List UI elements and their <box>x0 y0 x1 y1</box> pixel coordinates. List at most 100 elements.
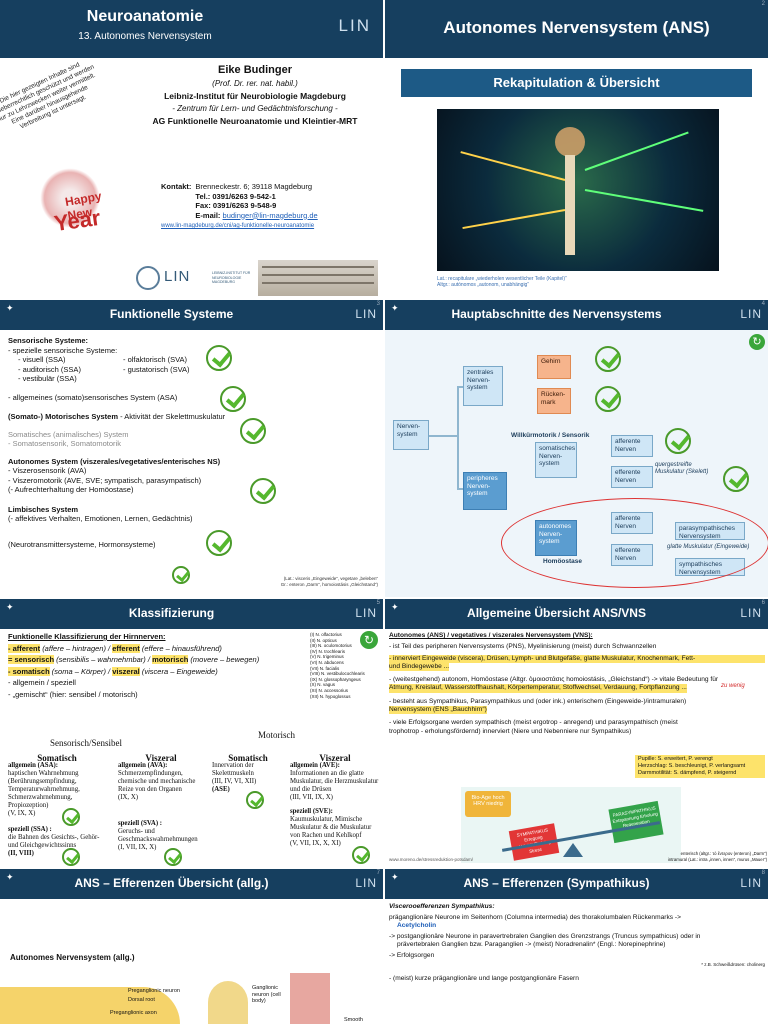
slide-number: 2 <box>761 1 765 7</box>
symp-point-1a: präganglionäre Neurone im Seitenhorn (Co… <box>389 913 681 921</box>
check-icon <box>723 466 749 492</box>
term-visceral: viszeral <box>112 666 140 676</box>
cranial-nerve-item: (III) N. oculomotorius <box>310 643 352 649</box>
col3-desc: Innervation der Skelettmuskeln <box>212 762 254 777</box>
term-efferent-desc: (effere – hinausführend) <box>141 643 222 653</box>
sense-auditory: - auditorisch (SSA) <box>18 364 81 374</box>
check-icon <box>220 386 246 412</box>
col2-general: allgemein (AVA): <box>118 762 168 769</box>
col1-special-desc: die Bahnen des Gesichts-, Gehör- und Gle… <box>8 834 100 849</box>
ans-point-5b: trophotrop - erholungsfördernd) innervie… <box>389 727 632 735</box>
refresh-icon: ↻ <box>749 334 765 350</box>
cranial-nerve-item: (VI) N. abducens <box>310 659 344 665</box>
institute: Leibniz-Institut für Neurobiologie Magde… <box>164 91 346 101</box>
cranial-nerve-item: (XI) N. accessorius <box>310 687 349 693</box>
col4-general: allgemein (AVE): <box>290 762 340 769</box>
website-link[interactable]: www.lin-magdeburg.de/cni/ag-funktionelle… <box>161 223 315 229</box>
email-link[interactable]: budinger@lin-magdeburg.de <box>222 210 318 220</box>
lin-emblem-icon <box>136 266 160 290</box>
lin-logo: LIN <box>740 606 762 620</box>
check-icon <box>240 418 266 444</box>
ans-point-3b: Atmung, Kreislauf, Wasserstoffhaushalt, … <box>389 684 687 693</box>
sensory-heading: Sensorische Systeme: <box>8 336 89 345</box>
symp-point-5: - (meist) kurze präganglionäre und lange… <box>389 975 579 983</box>
star-icon: ✦ <box>391 872 399 882</box>
cranial-nerve-item: (VIII) N. vestibulocochlearis <box>310 671 365 677</box>
fax: Fax: 0391/6263 9-548-9 <box>195 201 277 210</box>
term-sensory: = sensorisch <box>8 655 55 664</box>
telephone: Tel.: 0391/6263 9-542-1 <box>195 191 276 201</box>
author-name: Eike Budinger <box>218 64 292 76</box>
term-general: - allgemein / speziell <box>8 678 76 687</box>
slide-subtitle-text: 13. Autonomes Nervensystem <box>78 31 212 42</box>
autonomic-heading: Autonomes System (viszerales/vegetatives… <box>8 456 221 466</box>
term-somatic-desc: (soma – Körper) / <box>51 666 111 676</box>
label-preganglionic-neuron: Preganglionic neuron <box>128 988 180 994</box>
ans-point-3a: - (weitestgehend) autonom, Homöostase (A… <box>389 676 719 684</box>
limbic-heading: Limbisches System <box>8 504 79 514</box>
term-somatic: - somatisch <box>8 666 50 676</box>
footnote-line-2: Gr.: enteron „Darm“, homoiostásis „Gleic… <box>280 581 378 587</box>
check-icon <box>206 345 232 371</box>
ans-title: Autonomes Nervensystem (ANS) <box>443 18 710 37</box>
col2-special: speziell (SVA) : <box>118 820 163 827</box>
col2-general-desc: Schmerzempfindungen, chemische und mecha… <box>118 770 196 793</box>
label-preganglionic-axon: Preganglionic axon <box>110 1010 157 1016</box>
slide-efferents-overview: ✦ ANS – Efferenzen Übersicht (allg.) LIN… <box>0 869 383 1024</box>
cranial-nerve-item: (I) N. olfactorius <box>310 632 342 637</box>
node-nervous-system: Nerven-system <box>393 420 429 450</box>
cranial-nerve-item: (II) N. opticus <box>310 637 337 643</box>
band-title: Funktionelle Systeme <box>109 307 234 321</box>
logo-subtext: LEIBNIZ-INSTITUT FÜR NEUROBIOLOGIE MAGDE… <box>212 271 251 284</box>
recap-caption: Lat.: recapitulare „wiederholen wesentli… <box>437 276 567 288</box>
slide-number: 6 <box>761 600 765 606</box>
ans-point-2a: - innerviert Eingeweide (viscera), Drüse… <box>389 654 765 663</box>
slide-title-text: Neuroanatomie <box>86 8 204 25</box>
somatic-system: Somatisches (animalisches) System <box>8 429 129 439</box>
sensory-group-head: Sensorisch/Sensibel <box>50 738 122 748</box>
col4-general-nerves: (III, VII, IX, X) <box>290 794 333 801</box>
check-icon <box>665 428 691 454</box>
slide-number: 8 <box>761 870 765 876</box>
term-sensory-desc: (sensibilis – wahrnehmbar) / <box>56 655 150 664</box>
label-dorsal-root: Dorsal root <box>128 997 155 1003</box>
band-title: Klassifizierung <box>128 606 215 620</box>
motor-group-head: Motorisch <box>258 730 295 740</box>
recap-banner: Rekapitulation & Übersicht <box>401 69 752 97</box>
workgroup: AG Funktionelle Neuroanatomie und Kleint… <box>152 116 358 126</box>
special-sensory-line: - spezielle sensorische Systeme: <box>8 345 118 355</box>
institute-logo-row: LIN LEIBNIZ-INSTITUT FÜR NEUROBIOLOGIE M… <box>130 258 380 298</box>
band-title: ANS – Efferenzen (Sympathikus) <box>463 876 650 890</box>
limbic-desc: (- affektives Verhalten, Emotionen, Lern… <box>8 514 193 523</box>
ans-general-subtitle: Autonomes Nervensystem (allg.) <box>10 953 135 962</box>
symp-acetylcholine: Acetylcholin <box>397 922 437 930</box>
check-icon <box>595 386 621 412</box>
handwritten-note: zu wenig <box>721 683 745 689</box>
pupil-box: Pupille: S. erweitert, P. verengt Herzsc… <box>635 755 765 778</box>
sense-visual: - visuell (SSA) <box>18 355 66 364</box>
check-icon <box>164 848 182 866</box>
cranial-nerve-item: (VII) N. facialis <box>310 665 340 671</box>
nervous-system-image <box>437 109 719 271</box>
node-peripheral: peripheres Nerven-system <box>463 472 507 510</box>
heart-line: Herzschlag: S. beschleunigt, P. verlangs… <box>638 763 746 769</box>
cranial-nerve-list: (I) N. olfactorius(II) N. opticus(III) N… <box>310 632 370 699</box>
footnote-line-1: (Lat.: visceris „Eingeweide“, vegetare „… <box>283 576 378 581</box>
sense-vestibular: - vestibulär (SSA) <box>18 374 77 383</box>
symp-point-2a: -> postganglionäre Neurone in paravertre… <box>389 932 701 940</box>
col1-special: speziell (SSA) : <box>8 826 52 833</box>
autonomic-3: (- Aufrechterhaltung der Homöostase) <box>8 485 134 494</box>
term-visceral-desc: (viscera – Eingeweide) <box>141 666 218 676</box>
slide-main-sections: ✦ Hauptabschnitte des Nervensystems LIN … <box>385 300 768 597</box>
symp-point-3: -> Erfolgsorgen <box>389 951 435 959</box>
email-label: E-mail: <box>195 210 221 220</box>
intramural-line: intramural (Lat.: intra „innen, innen“, … <box>667 856 767 862</box>
star-icon: ✦ <box>6 602 14 612</box>
ans-header: Autonomes Nervensystem (ANS) <box>385 0 768 58</box>
col1-general-desc: haptischen Wahrnehmung (Berührungsempfin… <box>8 770 80 809</box>
star-icon: ✦ <box>6 303 14 313</box>
center: - Zentrum für Lern- und Gedächtnisforsch… <box>172 104 338 113</box>
band: ✦ Allgemeine Übersicht ANS/VNS LIN <box>385 599 768 629</box>
ans-point-5a: - viele Erfolgsorgane werden sympathisch… <box>389 719 678 727</box>
lin-logo: LIN <box>355 606 377 620</box>
